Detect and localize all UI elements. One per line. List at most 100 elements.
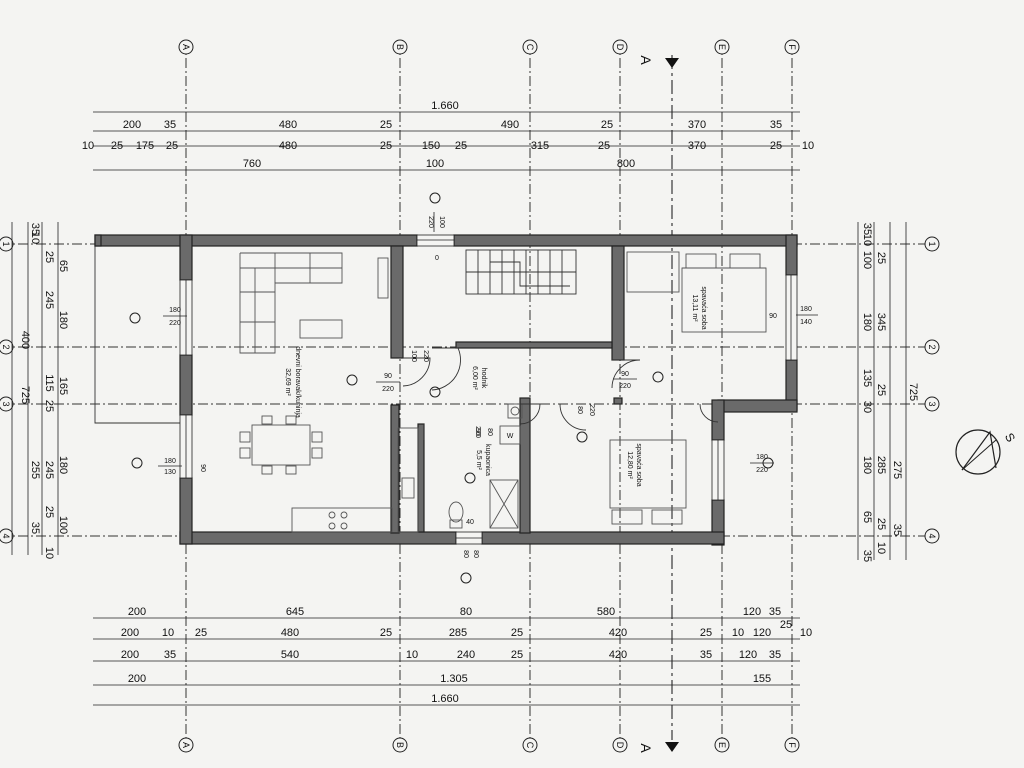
dim-label: 115: [43, 374, 55, 392]
dim-label: 180: [57, 456, 69, 474]
dim-label: 35: [29, 223, 41, 235]
room-bed1-name: spavaća soba: [700, 286, 707, 329]
dim-label: 35: [891, 524, 903, 536]
dim-label: 180: [57, 311, 69, 329]
dim-label: 345: [875, 313, 887, 331]
staircase: [465, 249, 577, 295]
dim-label: 1.305: [440, 673, 468, 685]
dim-label: 100: [426, 158, 444, 170]
sill-label: 0: [435, 255, 439, 262]
dim-label: 25: [511, 649, 523, 661]
dim-label: 35: [770, 119, 782, 131]
dim-label: 200: [121, 627, 139, 639]
opening-label: 90: [621, 371, 629, 378]
dim-top-row4: 760 100 800: [243, 158, 635, 170]
dim-label: 65: [57, 260, 69, 272]
dim-label: 120: [739, 649, 757, 661]
tv-unit: [377, 257, 389, 299]
dim-label: 25: [875, 518, 887, 530]
dim-label: 25: [598, 140, 610, 152]
walls: [94, 234, 798, 546]
opening-label: 180: [756, 454, 768, 461]
dim-label: 800: [617, 158, 635, 170]
dim-label: 25: [511, 627, 523, 639]
coffee-table: [299, 319, 343, 339]
room-hall-name: hodnik: [480, 368, 487, 389]
dim-label: 80: [460, 606, 472, 618]
dim-label: 25: [195, 627, 207, 639]
dim-label: 420: [609, 649, 627, 661]
dim-label: 200: [128, 673, 146, 685]
sill-label: 90: [199, 464, 206, 472]
dim-label: 25: [770, 140, 782, 152]
room-bed1-area: 13,11 m²: [691, 294, 698, 322]
axis-label-E-bottom: E: [717, 742, 727, 748]
dim-label: 480: [281, 627, 299, 639]
dim-label: 25: [380, 140, 392, 152]
axis-label-D-bottom: D: [615, 742, 625, 749]
dim-label: 25: [700, 627, 712, 639]
axis-label-A-top: A: [181, 44, 191, 50]
opening-label: 90: [384, 373, 392, 380]
dim-label: 35: [700, 649, 712, 661]
axis-label-3-right: 3: [927, 401, 937, 406]
axis-label-F-top: F: [787, 44, 797, 50]
dim-label: 10: [800, 627, 812, 639]
dim-label: 35: [29, 522, 41, 534]
dim-label: 200: [128, 606, 146, 618]
opening-label: 130: [164, 469, 176, 476]
room-bath-area: 5,5 m²: [475, 450, 482, 471]
axis-label-E-top: E: [717, 44, 727, 50]
dim-label: 150: [422, 140, 440, 152]
opening-label: 180: [164, 458, 176, 465]
dim-top-row2: 200 35 480 25 490 25 370 35: [123, 119, 782, 131]
dim-label: 725: [907, 383, 919, 401]
sill-label: 40: [466, 519, 474, 526]
dim-label: 10: [43, 547, 55, 559]
dim-label: 275: [891, 461, 903, 479]
dim-label: 35: [769, 649, 781, 661]
dim-label: 10: [875, 542, 887, 554]
dim-label: 25: [43, 251, 55, 263]
dim-left-labels: 35 10 25 65 245 180 115 25 165 255 180 2…: [19, 223, 69, 559]
bathroom-fixtures: [448, 403, 523, 529]
axis-label-1-right: 1: [927, 241, 937, 246]
dim-label: 420: [609, 627, 627, 639]
misc-labels: 0 90 90 90 40 W: [199, 255, 777, 526]
dim-bottom-total: 1.660: [431, 693, 459, 705]
opening-label: 80: [486, 428, 493, 436]
dim-label: 725: [19, 386, 31, 404]
dim-label: 65: [861, 511, 873, 523]
opening-label: 180: [800, 306, 812, 313]
sill-label: 90: [474, 428, 481, 436]
dim-label: 10: [82, 140, 94, 152]
dim-label: 25: [380, 627, 392, 639]
opening-label: 220: [427, 216, 434, 228]
dim-bottom-row4: 200 1.305 155: [128, 673, 771, 685]
kitchen-counter: [291, 427, 419, 533]
dim-label: 245: [43, 461, 55, 479]
opening-label: 80: [472, 550, 479, 558]
axis-label-4-left: 4: [1, 533, 11, 538]
dim-label: 180: [861, 456, 873, 474]
dim-label: 25: [111, 140, 123, 152]
dim-label: 25: [43, 400, 55, 412]
dim-label: 200: [123, 119, 141, 131]
axis-label-A-bottom: A: [181, 742, 191, 748]
axis-label-F-bottom: F: [787, 742, 797, 748]
opening-label: 220: [474, 426, 481, 438]
dim-label: 35: [164, 649, 176, 661]
dim-label: 25: [43, 506, 55, 518]
dim-right-labels: 35 10 100 25 180 345 135 25 30 180 285 2…: [861, 223, 919, 562]
dim-label: 100: [57, 516, 69, 534]
dim-label: 540: [281, 649, 299, 661]
windows: [179, 234, 798, 545]
dim-label: 25: [166, 140, 178, 152]
dim-top-total: 1.660: [431, 100, 459, 112]
dim-label: 25: [601, 119, 613, 131]
dim-label: 285: [875, 456, 887, 474]
dimensions-right: [857, 222, 907, 560]
room-bed2-name: spavaća soba: [635, 443, 642, 486]
dim-label: 25: [455, 140, 467, 152]
